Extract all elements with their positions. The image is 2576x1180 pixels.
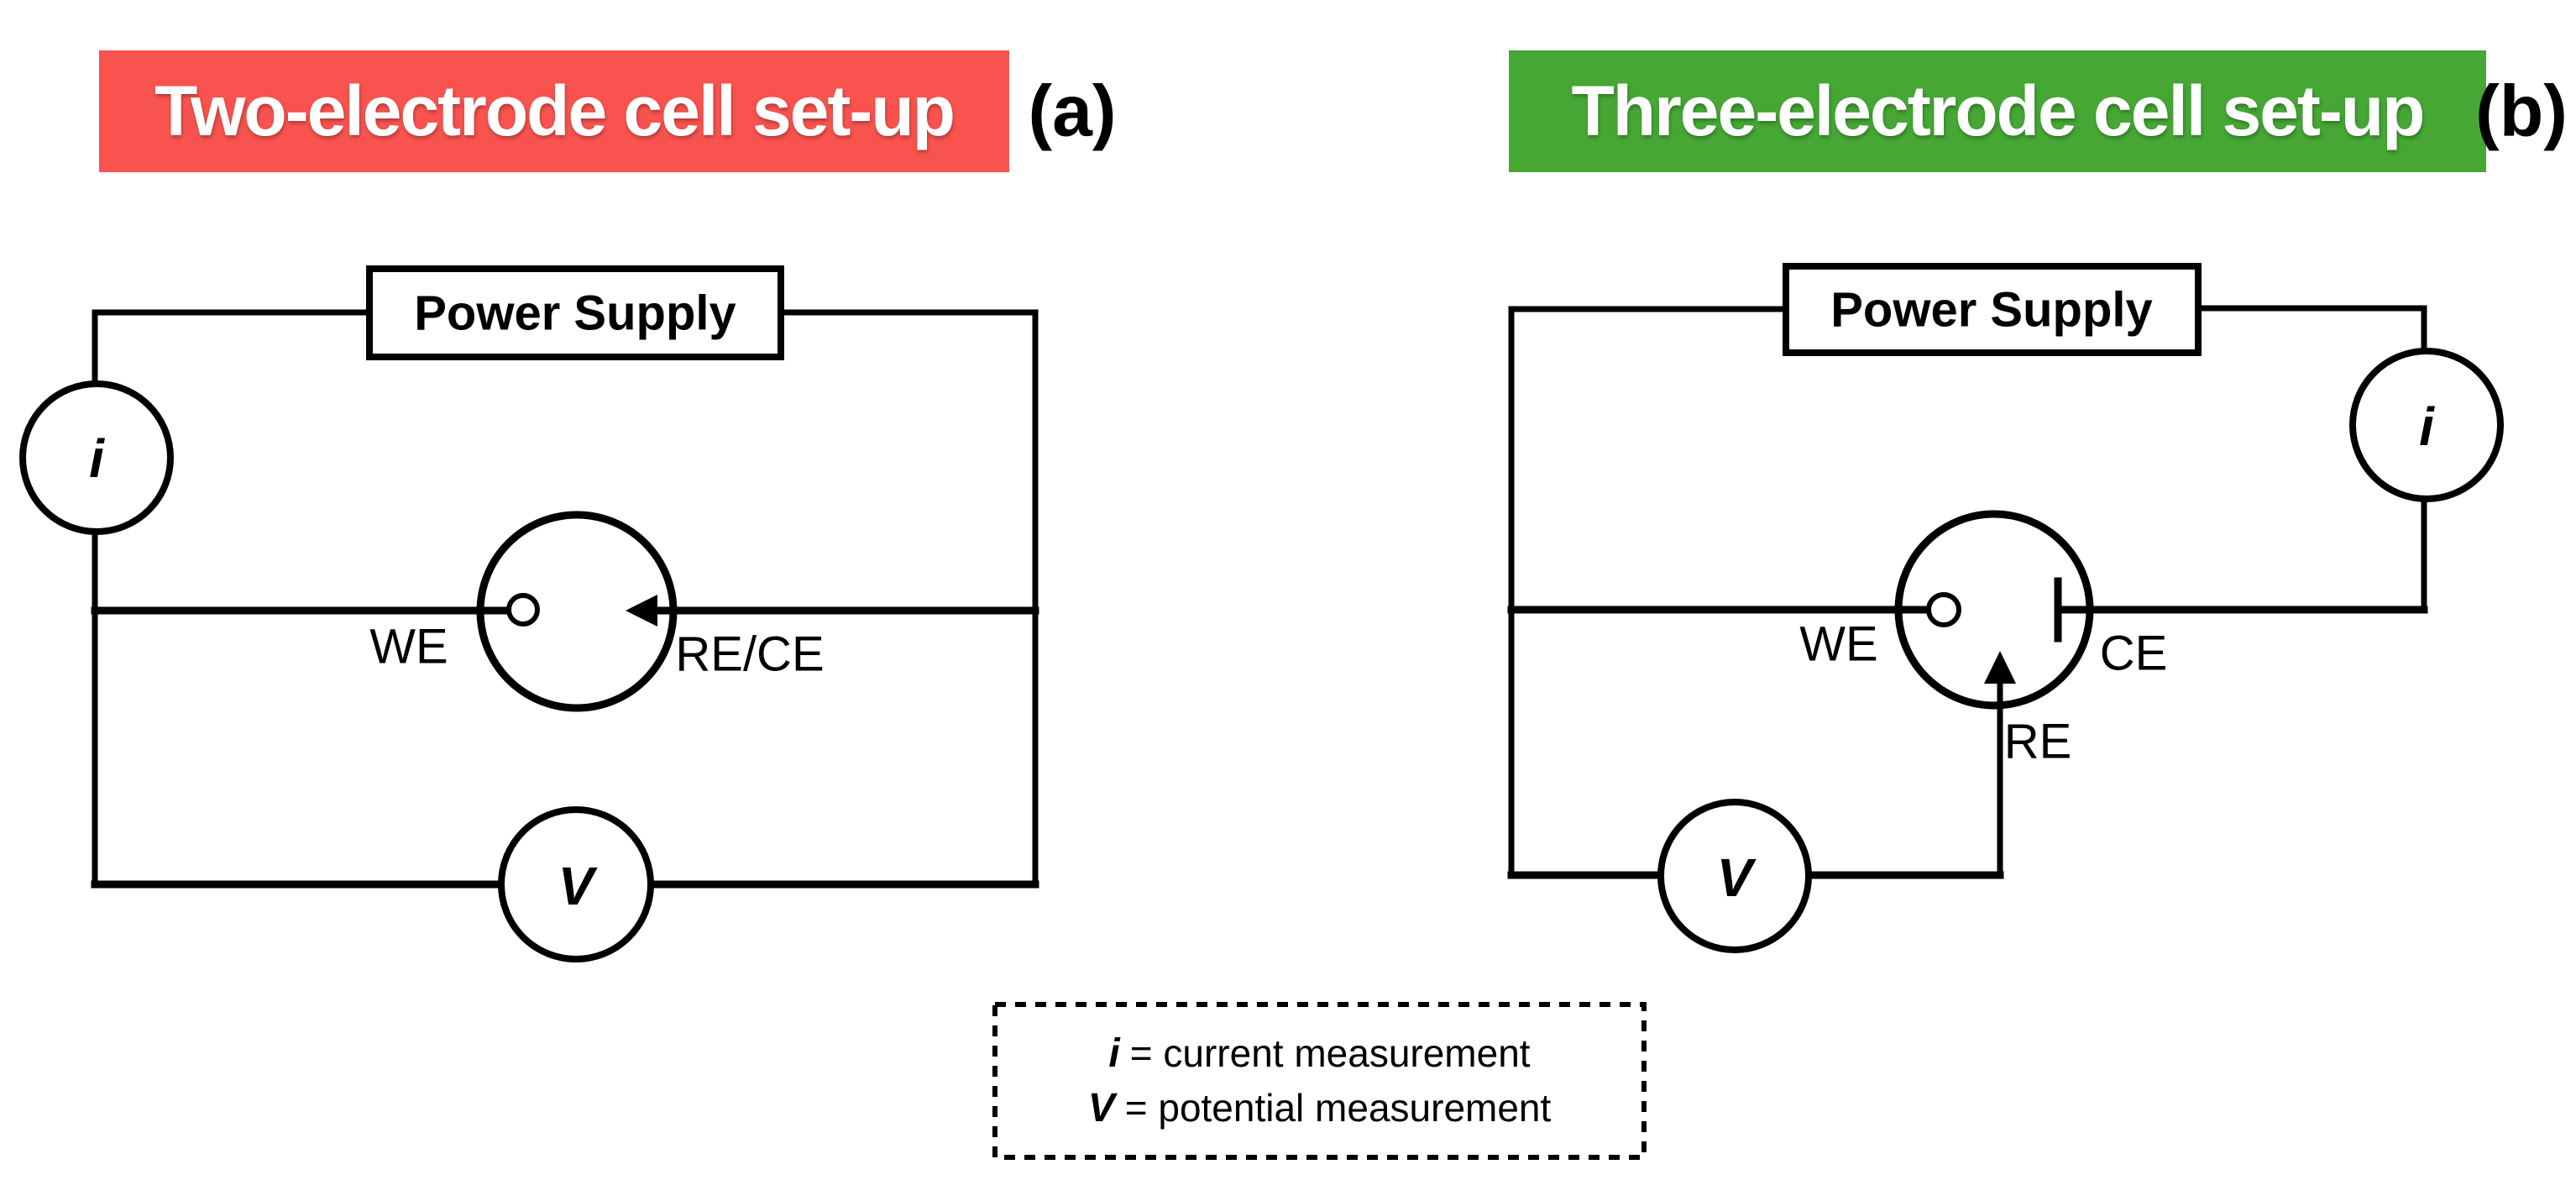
panel-tag-b: (b) (2475, 71, 2568, 152)
legend-potential-text: = potential measurement (1124, 1086, 1552, 1130)
right-current-meter-circle (2349, 348, 2504, 502)
two-electrode-title: Two-electrode cell set-up (154, 71, 956, 150)
right-power-supply-box (1783, 263, 2202, 356)
left-rece-label: RE/CE (675, 627, 825, 682)
right-power-supply-label: Power Supply (1830, 282, 2153, 338)
legend-current-text: = current measurement (1129, 1031, 1531, 1075)
legend-box: i= current measurement V= potential meas… (995, 1004, 1644, 1157)
right-voltmeter-label: V (1716, 847, 1753, 908)
three-electrode-circuit (1507, 263, 2504, 953)
left-we-contact-circle (506, 593, 540, 627)
left-current-meter-label: i (89, 428, 104, 489)
right-we-contact-circle (1926, 592, 1961, 627)
right-current-meter-label: i (2419, 396, 2434, 457)
right-re-label: RE (2003, 714, 2072, 769)
right-re-arrowhead (1984, 651, 2016, 684)
two-electrode-banner: Two-electrode cell set-up (99, 50, 1009, 172)
legend-box-border (992, 1002, 1647, 1160)
left-current-meter-circle (19, 380, 174, 535)
left-voltmeter-circle (498, 806, 654, 962)
two-electrode-circuit (19, 265, 1039, 962)
left-power-supply-box (366, 265, 784, 360)
legend-line-current: i= current measurement (1108, 1031, 1530, 1077)
right-voltmeter-circle (1657, 799, 1812, 953)
left-voltmeter-label: V (558, 856, 594, 916)
panel-tag-a: (a) (1028, 71, 1117, 152)
left-power-supply-label: Power Supply (414, 286, 736, 341)
legend-current-symbol: i (1108, 1031, 1120, 1076)
right-ce-label: CE (2099, 626, 2168, 681)
left-rece-arrowhead (626, 595, 657, 627)
right-we-label: WE (1799, 616, 1878, 672)
legend-line-potential: V= potential measurement (1088, 1085, 1552, 1131)
legend-potential-symbol: V (1087, 1086, 1115, 1130)
left-we-label: WE (369, 619, 448, 674)
three-electrode-title: Three-electrode cell set-up (1571, 71, 2426, 150)
three-electrode-banner: Three-electrode cell set-up (1509, 50, 2486, 172)
